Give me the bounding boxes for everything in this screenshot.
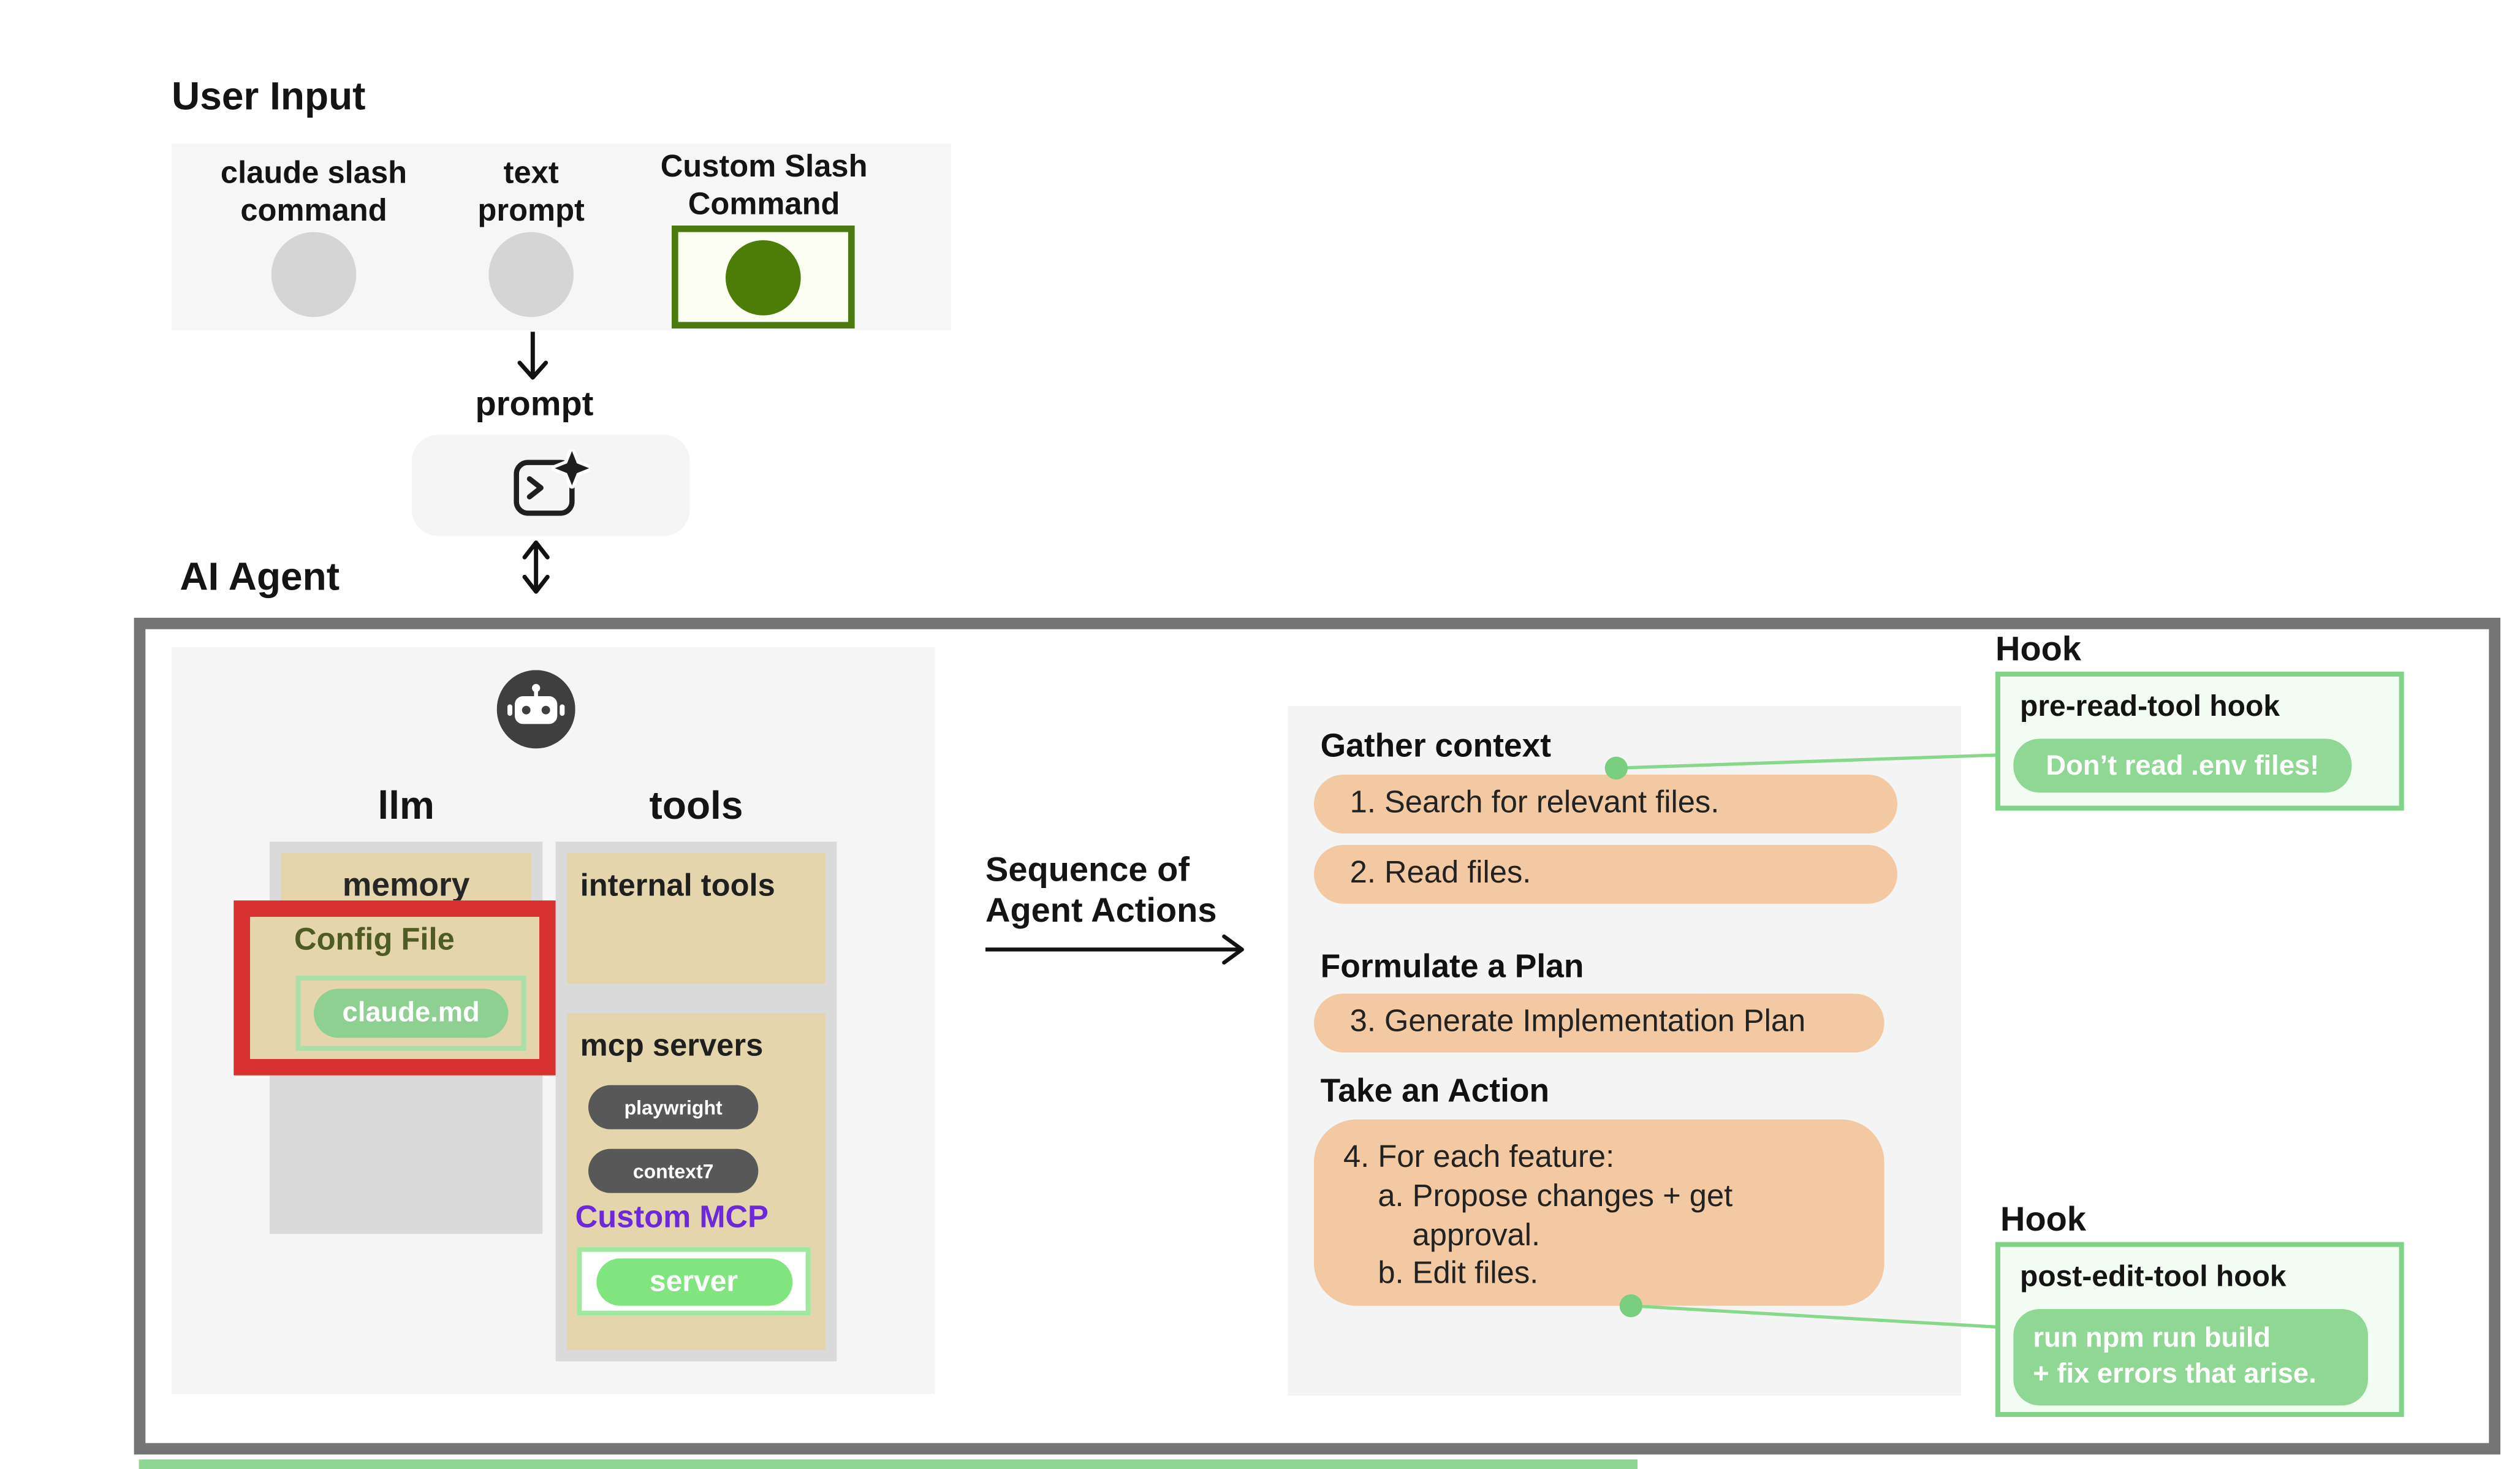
llm-heading: llm [378, 784, 435, 829]
mcp-server-playwright-pill: playwright [588, 1085, 759, 1129]
custom-slash-command-selected-box [672, 226, 855, 329]
pre-read-hook-name: pre-read-tool hook [2020, 689, 2280, 723]
claude-slash-command-label: claude slash command [220, 157, 408, 229]
pre-read-hook-box: pre-read-tool hook Don’t read .env files… [1995, 672, 2404, 811]
claude-md-pill: claude.md [314, 989, 509, 1038]
config-file-frame: claude.md [295, 976, 526, 1051]
down-arrow-icon [515, 330, 551, 391]
gather-context-heading: Gather context [1320, 729, 1552, 765]
action-step-3: 3. Generate Implementation Plan [1314, 993, 1884, 1053]
action-step-1: 1. Search for relevant files. [1314, 775, 1898, 834]
mcp-servers-box: mcp servers playwright context7 Custom M… [567, 1013, 825, 1350]
post-edit-hook-content-pill: run npm run build + fix errors that aris… [2013, 1309, 2369, 1406]
action-step-4: 4. For each feature: a. Propose changes … [1314, 1119, 1884, 1306]
text-prompt-label: text prompt [477, 157, 585, 229]
custom-slash-command-label: Custom Slash Command [660, 150, 868, 222]
action-step-2: 2. Read files. [1314, 845, 1898, 904]
text-prompt-circle [488, 232, 574, 317]
agent-actions-panel: Gather context 1. Search for relevant fi… [1288, 706, 1962, 1396]
prompt-label: prompt [475, 385, 594, 423]
formulate-plan-heading: Formulate a Plan [1320, 949, 1584, 986]
ai-agent-title: AI Agent [180, 555, 340, 600]
custom-mcp-label: Custom MCP [575, 1201, 769, 1236]
user-input-panel: claude slash command text prompt Custom … [172, 143, 952, 330]
sequence-of-agent-actions-label: Sequence of Agent Actions [985, 851, 1217, 930]
post-edit-hook-name: post-edit-tool hook [2020, 1260, 2287, 1293]
config-file-highlight-box: Config File claude.md [233, 900, 556, 1076]
post-edit-hook-box: post-edit-tool hook run npm run build + … [1995, 1242, 2404, 1418]
config-file-label: Config File [294, 923, 455, 958]
agent-internals-panel: llm tools memory Config File claude.md i… [172, 647, 935, 1394]
internal-tools-box: internal tools [567, 853, 825, 984]
up-down-arrow-icon [518, 539, 554, 603]
custom-mcp-server-pill: server [596, 1258, 792, 1305]
mcp-servers-label: mcp servers [580, 1030, 764, 1065]
pre-read-hook-title: Hook [1995, 631, 2082, 669]
take-action-heading: Take an Action [1320, 1074, 1550, 1110]
user-input-title: User Input [172, 75, 366, 120]
mcp-server-context7-pill: context7 [588, 1148, 759, 1193]
pre-read-hook-content-pill: Don’t read .env files! [2013, 738, 2352, 793]
tools-heading: tools [649, 784, 743, 829]
robot-icon [496, 670, 575, 749]
claude-slash-command-circle [271, 232, 357, 317]
right-arrow-icon [982, 932, 1250, 976]
prompt-box [412, 435, 690, 536]
terminal-sparkle-icon [514, 449, 590, 516]
custom-mcp-frame: server [577, 1247, 811, 1316]
custom-slash-command-circle [726, 239, 801, 315]
bottom-edge-strip [139, 1459, 1638, 1469]
post-edit-hook-title: Hook [2000, 1201, 2087, 1239]
